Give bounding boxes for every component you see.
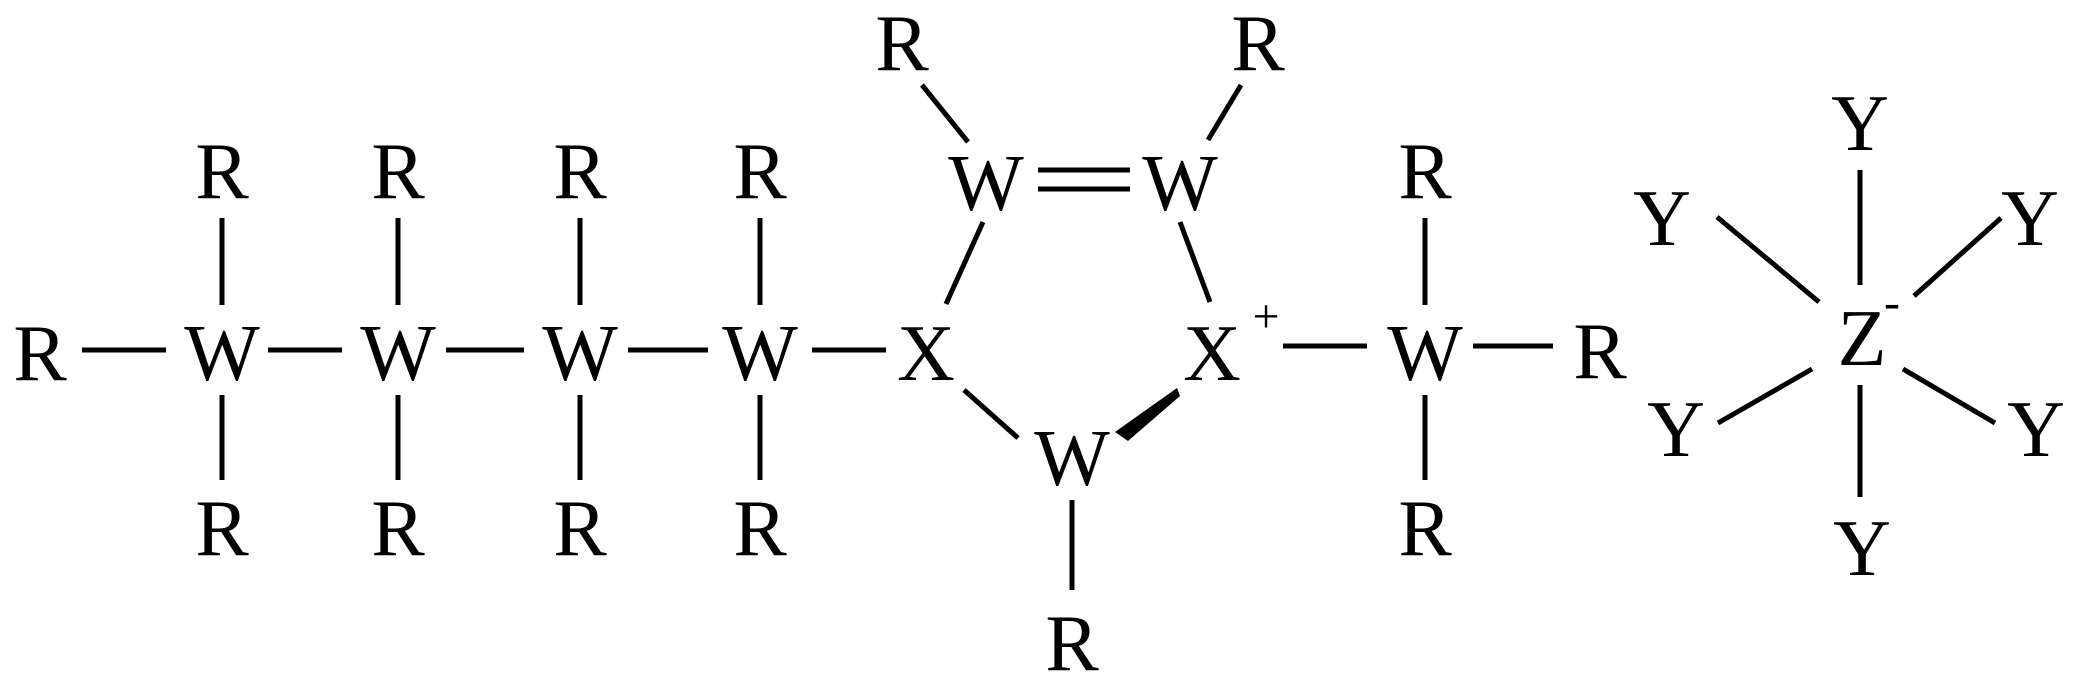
atom-w1: W bbox=[184, 310, 260, 398]
atom-ring-w-bottom-r: R bbox=[1045, 600, 1099, 688]
atom-ring-x-right: X bbox=[1183, 310, 1241, 398]
atom-w1-r-top: R bbox=[195, 128, 249, 216]
bond-z-y-upper-left bbox=[1715, 215, 1821, 304]
atom-w1-r-bottom: R bbox=[195, 485, 249, 573]
atom-anion-y-bottom: Y bbox=[1833, 505, 1891, 593]
bond-z-y-upper-right bbox=[1912, 216, 2003, 298]
atom-w5-r-top: R bbox=[1398, 128, 1452, 216]
anion-charge: - bbox=[1884, 276, 1900, 329]
atom-w2: W bbox=[360, 310, 436, 398]
atom-ring-w-bottom: W bbox=[1034, 415, 1110, 503]
atom-ring-w-top-right-r: R bbox=[1231, 0, 1285, 88]
bond-x-left-w-bottom bbox=[962, 388, 1020, 440]
atom-w5-r-bottom: R bbox=[1398, 485, 1452, 573]
bond-w-top-right-x-right bbox=[1177, 221, 1213, 303]
atom-w3-r-bottom: R bbox=[553, 485, 607, 573]
bonds bbox=[82, 83, 2003, 590]
atom-w2-r-bottom: R bbox=[371, 485, 425, 573]
bond-w-top-right-r bbox=[1205, 83, 1244, 142]
atom-anion-y-lower-left: Y bbox=[1647, 386, 1705, 474]
atom-anion-z: Z bbox=[1838, 295, 1887, 383]
atom-ring-w-top-left-r: R bbox=[875, 0, 929, 88]
atom-w5: W bbox=[1387, 310, 1463, 398]
bond-w-top-left-r bbox=[920, 83, 970, 144]
atom-w2-r-top: R bbox=[371, 128, 425, 216]
atom-w4: W bbox=[722, 310, 798, 398]
atom-w4-r-bottom: R bbox=[733, 485, 787, 573]
atom-w4-r-top: R bbox=[733, 128, 787, 216]
bond-w-bottom-x-right-wedge bbox=[1115, 388, 1180, 441]
atom-r-right: R bbox=[1573, 308, 1627, 396]
bond-z-y-lower-right bbox=[1901, 366, 1997, 426]
bond-x-left-w-top-left bbox=[943, 220, 986, 306]
cation-charge: + bbox=[1252, 290, 1279, 343]
bond-z-y-lower-left bbox=[1716, 366, 1814, 426]
charges: + - bbox=[1252, 276, 1900, 343]
atom-ring-x-left: X bbox=[897, 310, 955, 398]
atom-w3: W bbox=[542, 310, 618, 398]
atom-labels: R W R R W R R W R R W R R X W R W R X W … bbox=[13, 0, 2065, 688]
atom-anion-y-lower-right: Y bbox=[2007, 386, 2065, 474]
atom-anion-y-top: Y bbox=[1831, 80, 1889, 168]
atom-ring-w-top-right: W bbox=[1142, 140, 1218, 228]
atom-r-left: R bbox=[13, 310, 67, 398]
atom-anion-y-upper-left: Y bbox=[1633, 175, 1691, 263]
atom-anion-y-upper-right: Y bbox=[2001, 175, 2059, 263]
atom-w3-r-top: R bbox=[553, 128, 607, 216]
atom-ring-w-top-left: W bbox=[948, 140, 1024, 228]
